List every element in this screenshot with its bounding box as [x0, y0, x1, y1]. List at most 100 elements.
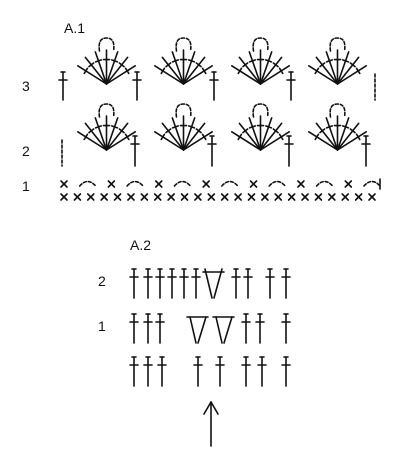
sc-symbol	[341, 193, 350, 201]
a1-row-label-3: 3	[22, 78, 30, 94]
sc-stroke	[287, 193, 296, 201]
picot-loop	[175, 103, 192, 118]
fan-spoke	[259, 56, 283, 85]
chain-arc	[363, 180, 381, 187]
fan-crossbar	[110, 125, 119, 129]
sc-symbol	[60, 180, 68, 188]
sc-symbol	[301, 193, 309, 201]
row3-dc-separator	[286, 71, 296, 101]
fan-spoke	[259, 64, 291, 85]
arrow-head	[203, 401, 212, 415]
chain-arc	[173, 180, 192, 187]
sc-symbol	[154, 180, 163, 188]
fan-spoke	[315, 122, 339, 151]
a1-row-label-1: 1	[22, 178, 30, 194]
sc-stroke	[354, 193, 363, 201]
sc-stroke	[167, 193, 175, 201]
fan-spoke	[325, 51, 339, 85]
fan-crossbar	[325, 125, 334, 129]
a2-row2-dc	[155, 268, 165, 299]
fan-crossbar	[248, 59, 257, 63]
fan-crossbar	[314, 133, 320, 141]
a2-row2-dc	[129, 268, 139, 299]
fan-spoke	[105, 56, 129, 85]
sc-symbol	[100, 193, 108, 201]
fan-crossbar	[160, 133, 166, 141]
sc-stroke	[73, 193, 82, 201]
sc-symbol	[140, 193, 149, 201]
fan-symbol	[76, 37, 137, 85]
sc-stroke	[344, 180, 353, 188]
fan-crossbar	[248, 125, 257, 129]
row2-dc-separator	[130, 135, 140, 167]
row3-dc-separator	[209, 71, 219, 101]
a2-row2-dc	[231, 268, 241, 299]
sc-symbol	[86, 193, 95, 201]
fan-spoke	[76, 64, 108, 85]
a2-row2-dc	[265, 268, 275, 299]
sc-symbol	[167, 193, 175, 201]
fan-spoke	[94, 117, 108, 151]
fan-crossbar	[355, 67, 361, 75]
fan-spoke	[336, 64, 368, 85]
fan-crossbar	[187, 125, 196, 129]
a2-row2-dc	[179, 268, 189, 299]
chain-arc	[126, 180, 144, 187]
sc-stroke	[140, 193, 149, 201]
fan-crossbar	[118, 128, 125, 134]
a2-row1-dec-left	[189, 316, 197, 344]
row3-dc-separator	[58, 71, 68, 101]
sc-symbol	[247, 193, 256, 201]
sc-symbol	[194, 193, 202, 201]
picot-loop	[329, 37, 346, 52]
fan-crossbar	[124, 67, 130, 75]
fan-crossbar	[319, 128, 326, 134]
fan-crossbar	[124, 133, 130, 141]
sc-symbol	[249, 180, 258, 188]
fan-spoke	[182, 51, 196, 85]
fan-symbol	[153, 37, 214, 85]
sc-stroke	[154, 180, 163, 188]
a2-row2-dc	[191, 268, 201, 299]
picot-loop	[252, 103, 269, 118]
fan-crossbar	[83, 133, 89, 141]
chain-arc	[221, 180, 239, 187]
a2-row1-dc	[281, 313, 291, 344]
fan-spoke	[336, 51, 350, 85]
a2-base-dc	[143, 356, 153, 387]
fan-crossbar	[201, 133, 207, 141]
fan-crossbar	[94, 125, 103, 129]
a2-base-dc	[215, 356, 225, 387]
sc-stroke	[202, 180, 210, 188]
fan-spoke	[171, 117, 185, 151]
fan-spoke	[161, 56, 185, 85]
picot-loop	[98, 37, 115, 52]
a2-row1-dc	[241, 313, 251, 344]
sc-symbol	[107, 180, 116, 188]
a2-base-dc	[129, 356, 139, 387]
fan-spoke	[230, 130, 262, 151]
sc-symbol	[153, 193, 162, 201]
fan-spoke	[105, 130, 137, 151]
fan-spoke	[153, 130, 185, 151]
fan-crossbar	[110, 59, 119, 63]
fan-crossbar	[94, 59, 103, 63]
up-arrow-icon	[203, 401, 219, 447]
chain-arc	[268, 180, 287, 187]
fan-symbol	[153, 103, 214, 151]
a2-row2-dec-right	[213, 268, 223, 299]
fan-crossbar	[171, 125, 180, 129]
fan-spoke	[76, 130, 108, 151]
sc-stroke	[113, 193, 122, 201]
a2-row1-dec-left	[215, 316, 223, 344]
sc-symbol	[73, 193, 82, 201]
sc-symbol	[261, 193, 269, 201]
sc-symbol	[368, 193, 376, 201]
fan-spoke	[336, 130, 368, 151]
sc-stroke	[368, 193, 376, 201]
a2-base-dc	[281, 356, 291, 387]
a2-title: A.2	[130, 237, 152, 253]
fan-spoke	[153, 64, 185, 85]
a1-row-label-2: 2	[22, 143, 30, 159]
a2-row2-dec-left	[204, 268, 213, 299]
